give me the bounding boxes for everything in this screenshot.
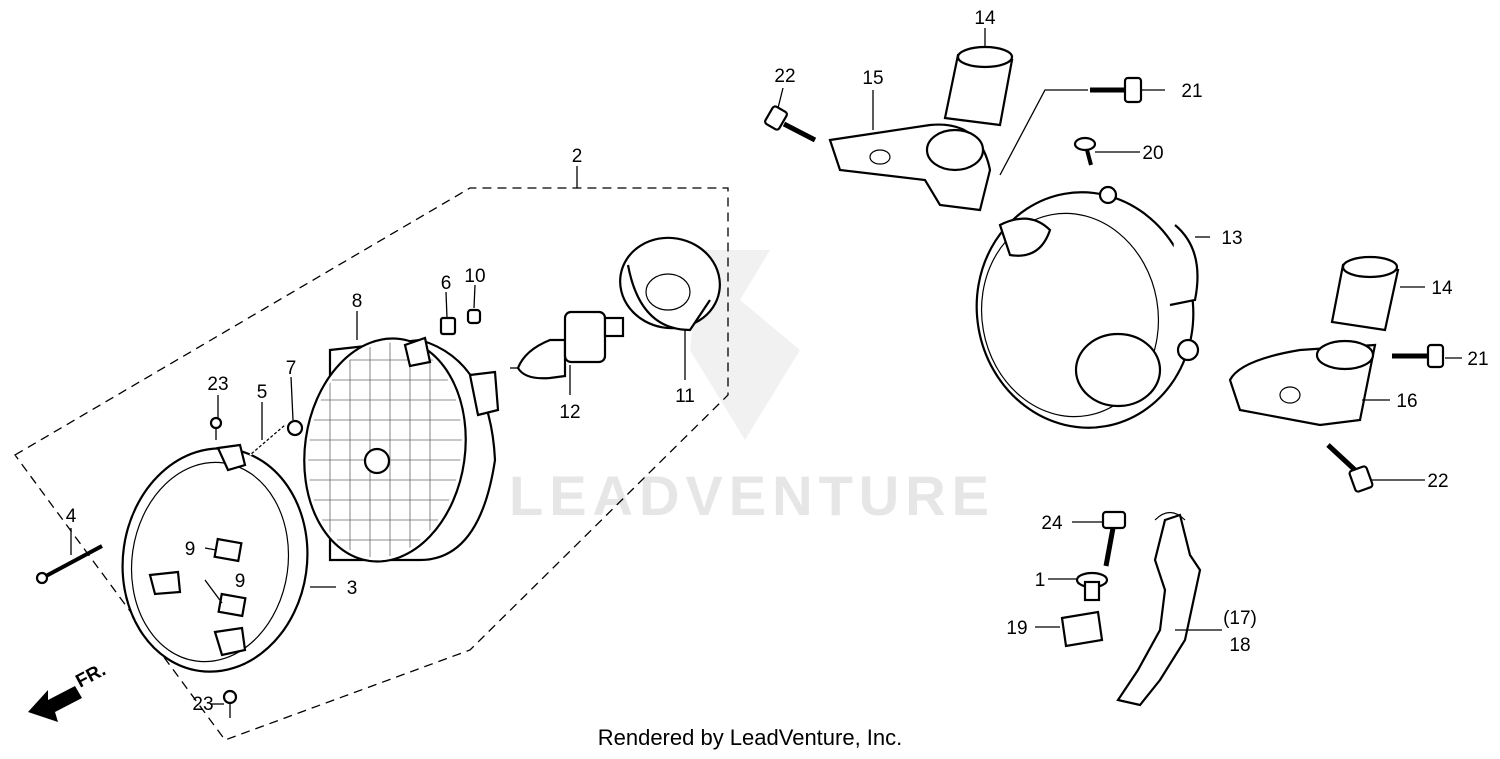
- front-direction-label: FR.: [72, 660, 109, 693]
- collar-1: [1075, 571, 1109, 602]
- screw-23-bottom: [222, 689, 238, 718]
- callout-12: 12: [559, 402, 580, 423]
- callout-labels: 2 4 5 7 6 10 8 23 9 9 3 12 11 23 13 14 1…: [66, 8, 1489, 715]
- long-screw: [35, 544, 103, 585]
- leader-lines: [70, 28, 1462, 705]
- upper-bracket: [828, 123, 992, 212]
- grommet-19: [1060, 610, 1104, 648]
- callout-17: (17): [1223, 608, 1257, 629]
- callout-7: 7: [286, 358, 297, 379]
- headlight-bulb: [510, 310, 625, 380]
- bolt-21-right: [1392, 343, 1445, 369]
- callout-8: 8: [352, 291, 363, 312]
- washer: [286, 419, 304, 437]
- lower-bracket: [1228, 339, 1377, 427]
- callout-21-top: 21: [1181, 81, 1202, 102]
- front-direction-arrow-icon: [28, 686, 82, 722]
- callout-11: 11: [675, 386, 695, 407]
- callout-13: 13: [1221, 228, 1242, 249]
- bulb-dust-cover: [619, 236, 721, 332]
- callout-10: 10: [464, 266, 485, 287]
- bolt-22-top: [764, 105, 817, 143]
- callout-19: 19: [1006, 618, 1027, 639]
- callout-15: 15: [862, 68, 883, 89]
- callout-23-top: 23: [207, 374, 228, 395]
- callout-14-top: 14: [974, 8, 996, 29]
- callout-22-top: 22: [774, 66, 795, 87]
- callout-9-lower: 9: [235, 571, 246, 592]
- callout-21-right: 21: [1467, 349, 1488, 370]
- headlight-rim: [121, 443, 309, 673]
- cap-10: [466, 308, 482, 325]
- screw-23-top: [209, 416, 223, 440]
- callout-22-right: 22: [1427, 471, 1448, 492]
- bolt-21-top: [1090, 76, 1143, 104]
- callout-1: 1: [1035, 570, 1046, 591]
- callout-9-upper: 9: [185, 539, 196, 560]
- adjusting-spring: [249, 424, 286, 456]
- mount-rubber-right: [1330, 255, 1400, 332]
- callout-4: 4: [66, 506, 77, 527]
- footer-credit: Rendered by LeadVenture, Inc.: [598, 725, 903, 750]
- callout-2: 2: [572, 146, 583, 167]
- callout-3: 3: [347, 578, 358, 599]
- callout-24: 24: [1041, 513, 1063, 534]
- callout-6: 6: [441, 273, 452, 294]
- stay-18: [1116, 511, 1202, 707]
- callout-23-bottom: 23: [192, 694, 213, 715]
- callout-16: 16: [1396, 391, 1417, 412]
- callout-14-right: 14: [1431, 278, 1453, 299]
- headlight-unit: [300, 336, 500, 563]
- callout-5: 5: [257, 382, 268, 403]
- callout-20: 20: [1142, 143, 1163, 164]
- clip-6: [439, 316, 457, 336]
- watermark-text: LEADVENTURE: [509, 464, 995, 527]
- bolt-24: [1101, 510, 1127, 567]
- bolt-22-right: [1326, 443, 1374, 493]
- mount-rubber-top: [943, 45, 1014, 127]
- headlight-case: [975, 185, 1200, 429]
- callout-18: 18: [1229, 635, 1250, 656]
- screw-20: [1073, 136, 1097, 166]
- assembly-outline: [14, 187, 729, 741]
